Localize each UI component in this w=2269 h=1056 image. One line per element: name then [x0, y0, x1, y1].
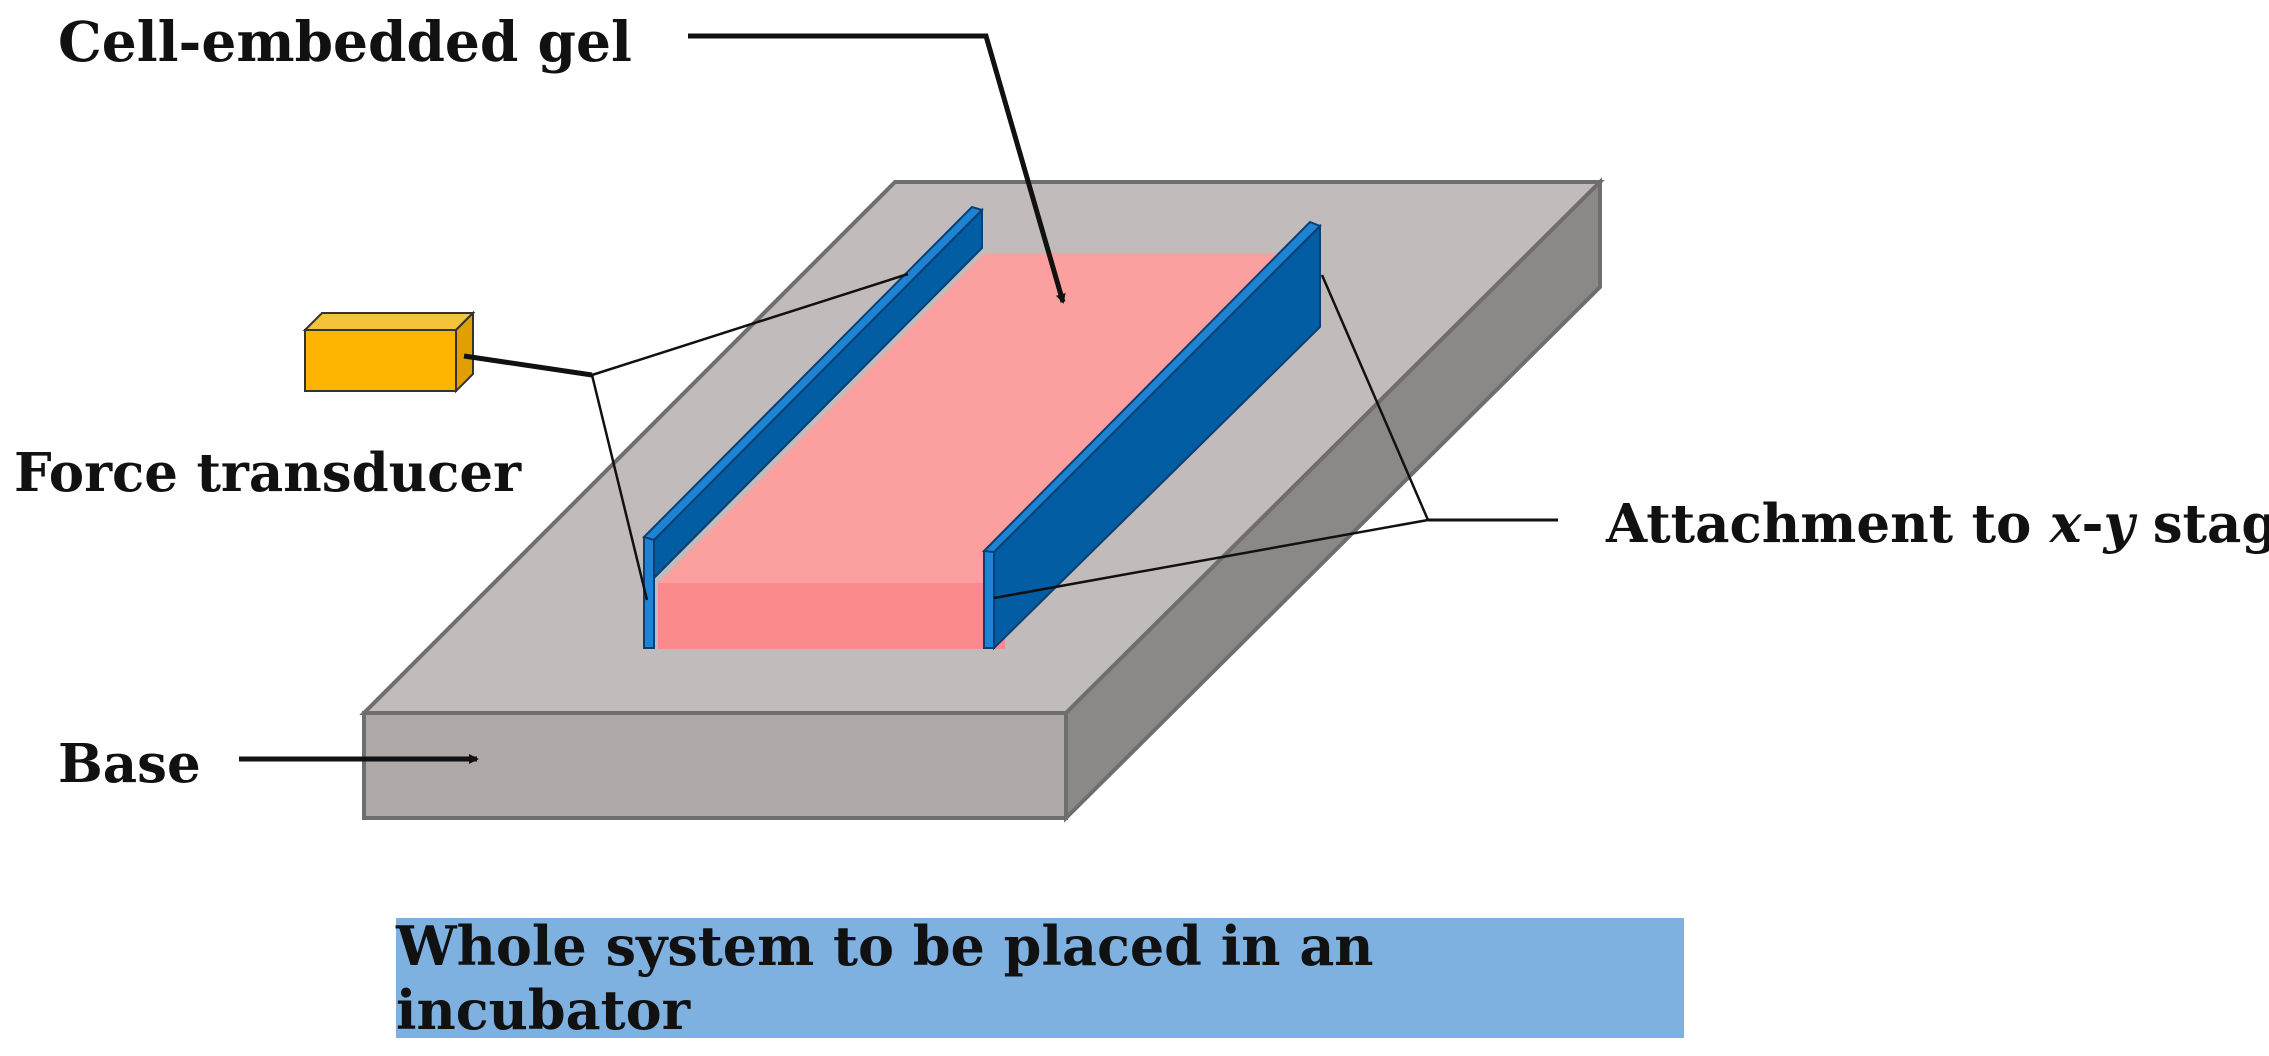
incubator-banner-text: Whole system to be placed in an incubato… — [396, 914, 1374, 1042]
cell-embedded-gel-label: Cell-embedded gel — [58, 9, 632, 74]
attachment-dash: - — [2081, 493, 2104, 555]
base-side-face — [1064, 177, 1602, 823]
attachment-var-y: y — [2103, 493, 2135, 555]
gel-front-face — [658, 583, 1005, 649]
gel-pointer-arrow — [688, 33, 1066, 304]
transducer-to-bar-lower-line — [590, 374, 649, 601]
attachment-var-x: x — [2049, 493, 2082, 555]
base-front-face — [362, 711, 1068, 820]
right-bar-top-edge — [981, 220, 1322, 554]
gel-top-face — [658, 253, 1285, 583]
transducer-front-face — [304, 329, 457, 392]
transducer-top-face — [302, 312, 476, 331]
force-transducer-box — [302, 310, 476, 394]
base-label: Base — [58, 733, 201, 795]
attachment-suffix: stage — [2152, 493, 2269, 555]
gel-block — [658, 253, 1285, 649]
transducer-to-bar-upper-line — [591, 272, 909, 377]
left-anchor-bar — [642, 205, 984, 649]
stage-to-bar-upper-line — [1320, 274, 1430, 521]
left-bar-top-edge — [642, 205, 984, 542]
right-anchor-bar — [981, 220, 1322, 651]
force-transducer-label: Force transducer — [14, 442, 522, 504]
attachment-prefix: Attachment to — [1606, 493, 2050, 555]
transducer-connector-line — [463, 353, 593, 378]
right-bar-end — [983, 550, 995, 649]
stage-to-bar-lower-line — [993, 518, 1429, 600]
connector-lines — [463, 272, 1558, 601]
incubator-banner-bg — [396, 918, 1684, 1038]
attachment-stage-label: Attachment to x-y stage — [1606, 498, 2269, 551]
